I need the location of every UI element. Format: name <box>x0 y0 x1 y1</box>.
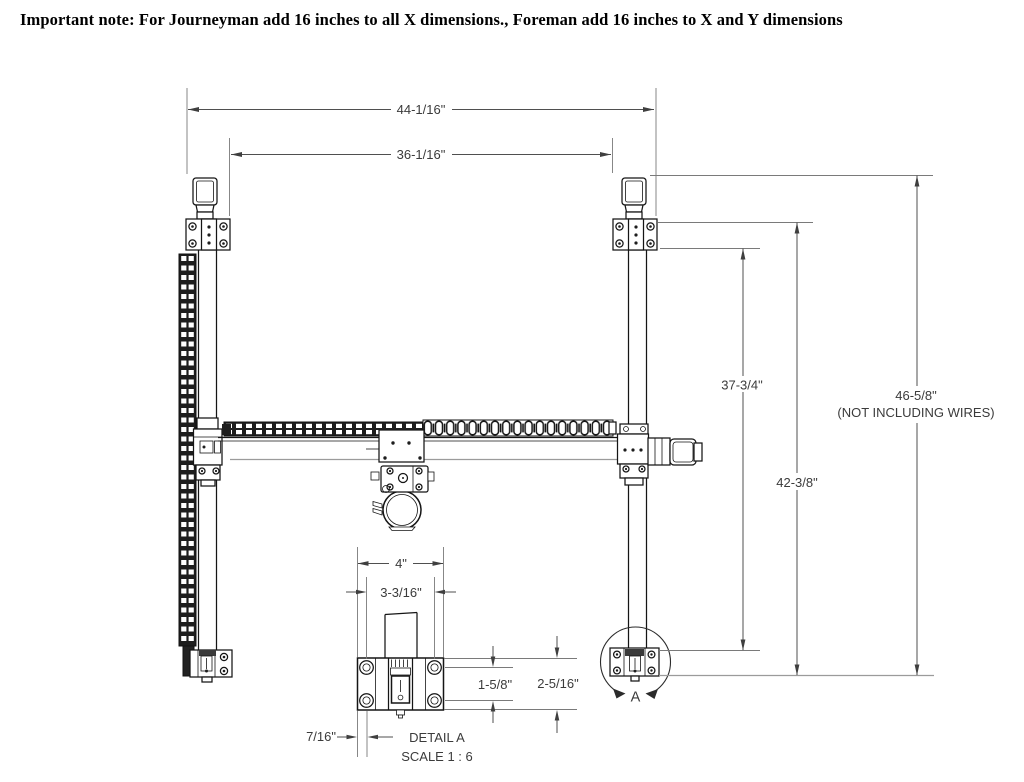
z-axis-block <box>370 465 435 493</box>
x-axis-motor <box>647 437 703 466</box>
dim-label-height-inner: 37-3/4" <box>721 378 763 393</box>
dim-height-middle: 42-3/8" <box>658 222 818 676</box>
dim-label-height-middle: 42-3/8" <box>776 475 818 490</box>
detail-dim-width-inner: 3-3/16" <box>346 585 456 600</box>
detail-dim-width-outer: 4" <box>357 556 444 571</box>
detail-dim-offset: 7/16" <box>306 729 393 744</box>
dim-inner-width: 36-1/16" <box>229 138 613 216</box>
dim-overall-width: 44-1/16" <box>186 88 657 216</box>
right-motor-mount <box>612 218 658 251</box>
dim-label-detail-width-outer: 4" <box>395 556 407 571</box>
dim-label-detail-width-inner: 3-3/16" <box>380 585 422 600</box>
left-y-carriage <box>192 417 223 487</box>
right-y-carriage <box>616 423 650 486</box>
dim-label-height-outer-note: (NOT INCLUDING WIRES) <box>837 405 994 420</box>
detail-dim-height-inner: 1-5/8" <box>478 646 513 723</box>
dim-height-inner: 37-3/4" <box>659 248 763 651</box>
left-y-motor <box>192 177 218 220</box>
dim-label-detail-offset: 7/16" <box>306 729 336 744</box>
detail-callout-label: A <box>631 690 641 706</box>
dim-label-detail-height-outer: 2-5/16" <box>537 676 579 691</box>
router-clamp <box>372 490 422 531</box>
dim-height-outer: 46-5/8" (NOT INCLUDING WIRES) <box>650 175 995 677</box>
right-foot <box>609 647 660 682</box>
detail-a-view: 4" 3-3/16" 1-5/8" <box>306 547 579 764</box>
detail-a-callout: A <box>599 626 672 706</box>
detail-title: DETAIL A <box>409 730 465 745</box>
detail-foot-bracket <box>356 657 445 719</box>
z-carriage-assembly <box>366 429 435 531</box>
dim-label-inner-width: 36-1/16" <box>397 147 446 162</box>
left-y-rail-assembly <box>178 177 233 683</box>
dim-label-overall-width: 44-1/16" <box>397 102 446 117</box>
left-motor-mount <box>185 218 231 251</box>
left-foot <box>182 645 233 683</box>
detail-scale: SCALE 1 : 6 <box>401 749 473 764</box>
right-y-rail-assembly <box>609 177 703 682</box>
dim-label-detail-height-inner: 1-5/8" <box>478 677 513 692</box>
gantry-drag-chain-right <box>422 419 614 437</box>
dim-label-height-outer: 46-5/8" <box>895 388 937 403</box>
right-y-motor <box>621 177 647 220</box>
important-note: Important note: For Journeyman add 16 in… <box>20 10 843 29</box>
detail-dim-height-outer: 2-5/16" <box>537 636 579 733</box>
